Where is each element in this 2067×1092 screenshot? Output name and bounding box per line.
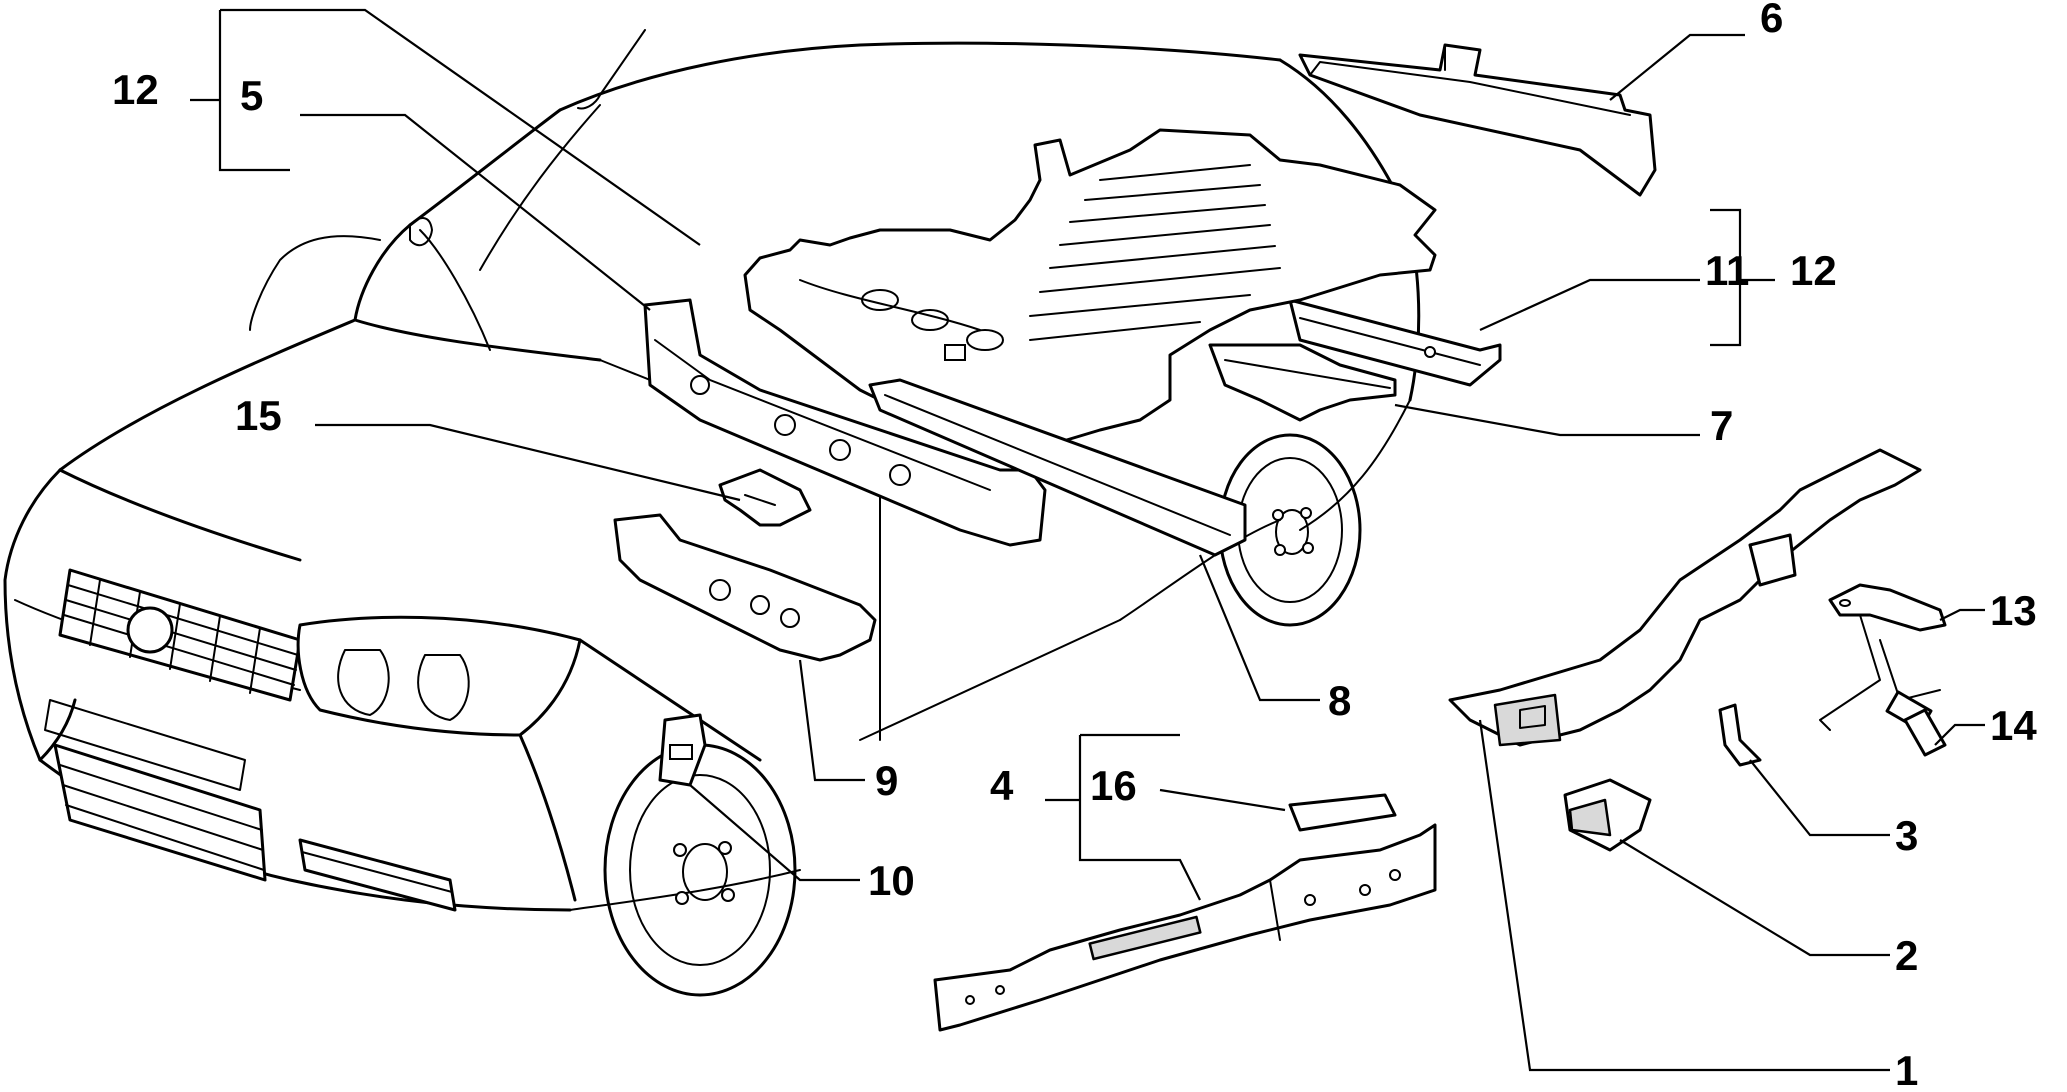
part-14-bolt xyxy=(1885,690,1947,757)
callout-15: 15 xyxy=(235,392,282,439)
callout-4: 4 xyxy=(990,762,1014,809)
part-4-longitudinal xyxy=(933,823,1437,1032)
leader-lines xyxy=(190,8,1985,1072)
callout-12-right: 12 xyxy=(1790,247,1837,294)
part-13-clip xyxy=(1828,583,1947,632)
callout-5: 5 xyxy=(240,72,263,119)
part-2-bracket xyxy=(1563,778,1652,852)
part-13-wire xyxy=(1819,614,1881,731)
callout-8: 8 xyxy=(1328,677,1351,724)
part-7-crossmember xyxy=(1208,343,1397,422)
part-8-sill xyxy=(868,378,1247,557)
part-3-bracket xyxy=(1718,703,1762,767)
callout-9: 9 xyxy=(875,757,898,804)
part-16-bracket xyxy=(1288,793,1397,832)
front-grille xyxy=(58,568,302,702)
part-1-frame-rail xyxy=(1448,448,1922,747)
callout-16: 16 xyxy=(1090,762,1137,809)
callout-1: 1 xyxy=(1895,1047,1918,1092)
callout-labels: 12 5 6 11 12 7 15 13 8 14 9 4 16 3 10 2 … xyxy=(112,0,2037,1092)
part-10-bracket xyxy=(658,713,707,787)
callout-11: 11 xyxy=(1705,247,1749,294)
callout-7: 7 xyxy=(1710,402,1733,449)
callout-14: 14 xyxy=(1990,702,2037,749)
part-9-front-panel xyxy=(613,513,877,662)
callout-12-left: 12 xyxy=(112,66,159,113)
callout-2: 2 xyxy=(1895,932,1918,979)
part-12-floor-pan xyxy=(743,128,1437,447)
callout-13: 13 xyxy=(1990,587,2037,634)
callout-6: 6 xyxy=(1760,0,1783,41)
part-6-rear-crossmember xyxy=(1298,43,1657,197)
part-11-rear-rail xyxy=(1288,298,1502,387)
part-15-bracket xyxy=(718,468,812,527)
headlight xyxy=(296,615,582,737)
part-13-wire-b xyxy=(1879,639,1941,701)
callout-3: 3 xyxy=(1895,812,1918,859)
part-5-front-crossmember xyxy=(643,298,1047,547)
callout-10: 10 xyxy=(868,857,915,904)
front-wheel xyxy=(603,743,797,997)
car-body-outline xyxy=(3,29,1421,997)
